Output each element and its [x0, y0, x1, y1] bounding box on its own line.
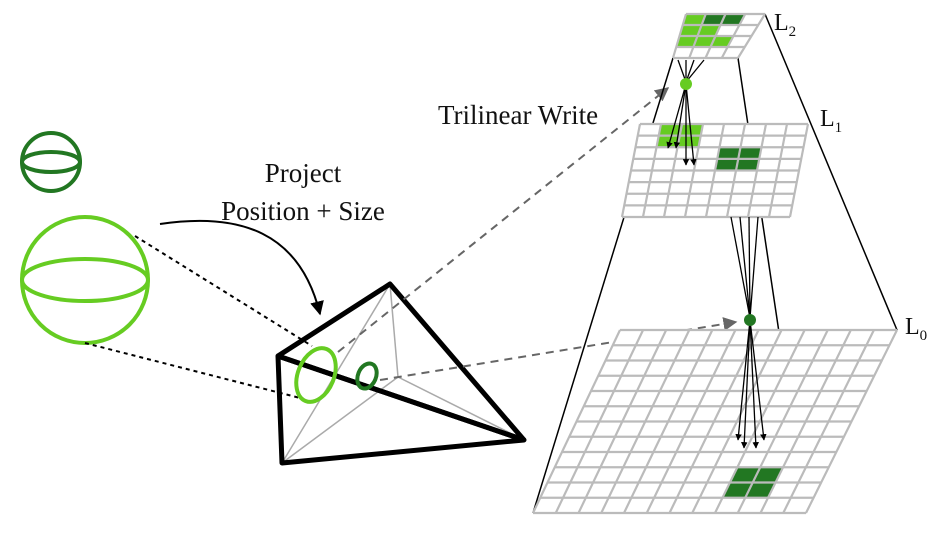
- grid-cell-filled: [701, 14, 726, 25]
- grid-cell-filled: [729, 467, 761, 483]
- write-arrow-level1: [337, 87, 670, 353]
- grid-cell-filled: [720, 14, 746, 25]
- grid-cell-filled: [736, 158, 760, 171]
- grid-cell-filled: [738, 147, 762, 159]
- sample-point-level0: [744, 314, 756, 326]
- level-label-1: L1: [820, 106, 842, 136]
- grid-level-1: [620, 122, 810, 219]
- grid-cell-filled: [682, 14, 706, 25]
- grid-cell-filled: [710, 36, 734, 47]
- camera-frustum: [275, 281, 527, 466]
- trilinear-write-label: Trilinear Write: [438, 100, 598, 130]
- large-light-sphere: [20, 215, 150, 345]
- sample-point-level1: [680, 78, 692, 90]
- grid-cell-filled: [677, 135, 701, 148]
- sample-arrows-top: [666, 59, 705, 166]
- grid-cell-filled: [745, 482, 776, 498]
- projected-ellipse-small: [355, 361, 379, 391]
- projection-line-upper: [134, 235, 313, 347]
- project-label-line2: Position + Size: [221, 196, 385, 226]
- grid-cell-filled: [715, 158, 739, 171]
- grid-cell-filled: [722, 482, 753, 498]
- projection-line-lower: [84, 342, 305, 400]
- grid-cell-filled: [658, 124, 682, 136]
- grid-cell-filled: [697, 25, 721, 36]
- grid-level-2: [671, 12, 766, 60]
- grid-level-0: [532, 328, 898, 515]
- grid-cell-filled: [679, 25, 702, 36]
- level-label-2: L2: [774, 10, 796, 40]
- projected-ellipse-large: [294, 346, 338, 404]
- level-label-0: L0: [905, 314, 927, 344]
- grid-cell-filled: [717, 147, 741, 159]
- project-arrow: [159, 219, 324, 316]
- project-label-line1: Project: [265, 158, 342, 188]
- grid-cell-filled: [693, 36, 716, 47]
- grid-cell-filled: [676, 36, 698, 47]
- grid-cell-filled: [752, 467, 784, 483]
- small-dark-sphere: [20, 131, 82, 193]
- sample-arrows-bottom: [730, 216, 767, 449]
